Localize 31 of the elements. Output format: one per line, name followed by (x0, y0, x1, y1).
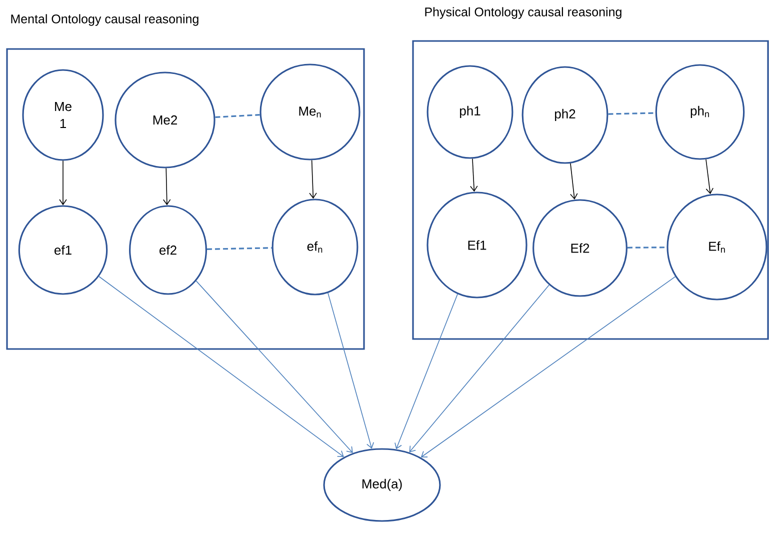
arrow (309, 160, 317, 199)
arrow (420, 276, 676, 458)
ellipse-node: Me$_{n}$ (260, 64, 360, 160)
arrow (470, 158, 478, 192)
dashed-connector (627, 246, 667, 248)
ellipse-node: Me2 (114, 72, 216, 168)
ellipse-node: Med(a) (323, 448, 441, 522)
ellipse-node: ef$_{n}$ (272, 198, 358, 296)
ellipse-node: ph1 (426, 65, 514, 159)
arrow (59, 160, 67, 206)
arrow (162, 168, 171, 206)
arrow (196, 280, 353, 454)
arrow (409, 284, 550, 452)
ellipse-node: ef2 (129, 205, 207, 295)
dashed-connector (215, 114, 260, 118)
arrow (328, 292, 374, 449)
arrow (706, 158, 714, 194)
group-heading: Physical Ontology causal reasoning (425, 7, 622, 19)
ellipse-node: Ef2 (532, 199, 628, 297)
ellipse-node: Ef$_{n}$ (666, 194, 768, 300)
ellipse-node: ph2 (522, 66, 608, 164)
dashed-connector (206, 247, 272, 250)
ellipse-node: ph$_{n}$ (655, 64, 745, 160)
ellipse-node: Me 1 (22, 69, 104, 161)
arrow (98, 276, 344, 457)
arrow (570, 163, 578, 200)
group-heading: Mental Ontology causal reasoning (11, 14, 198, 26)
dashed-connector (608, 112, 656, 115)
arrow (394, 294, 458, 450)
ellipse-node: Ef1 (426, 192, 528, 298)
ellipse-node: ef1 (18, 205, 108, 295)
